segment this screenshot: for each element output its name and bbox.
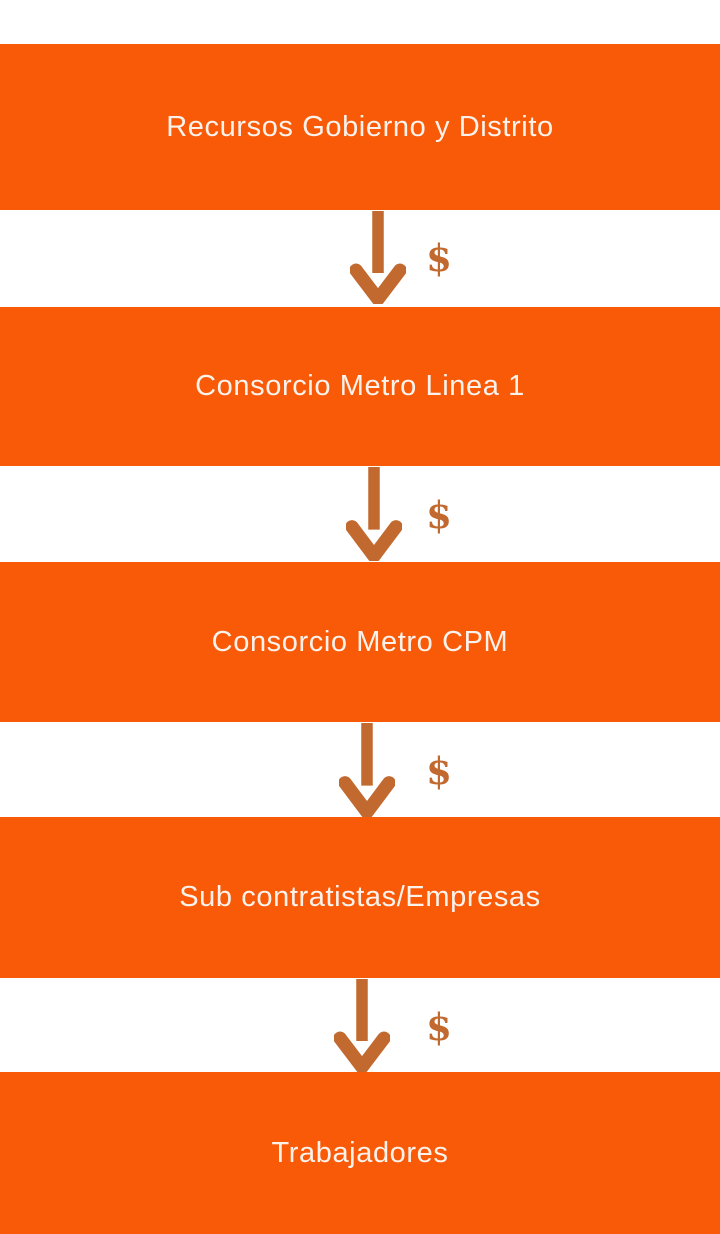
dollar-sign-label: $ (426, 493, 452, 537)
flow-node-trabajadores: Trabajadores (0, 1072, 720, 1234)
arrow-down-icon (350, 211, 406, 304)
node-label: Consorcio Metro CPM (211, 625, 509, 658)
dollar-sign-label: $ (426, 1005, 452, 1049)
flow-node-consorcio-metro-cpm: Consorcio Metro CPM (0, 562, 720, 722)
node-label: Trabajadores (271, 1136, 449, 1169)
arrow-down-icon (346, 467, 402, 561)
dollar-sign-label: $ (426, 236, 452, 280)
flow-node-subcontratistas-empresas: Sub contratistas/Empresas (0, 817, 720, 978)
flow-node-recursos-gobierno: Recursos Gobierno y Distrito (0, 44, 720, 210)
node-label: Recursos Gobierno y Distrito (166, 110, 554, 143)
dollar-sign-label: $ (426, 749, 452, 793)
flow-node-consorcio-metro-linea-1: Consorcio Metro Linea 1 (0, 307, 720, 466)
arrow-down-icon (334, 979, 390, 1072)
node-label: Consorcio Metro Linea 1 (195, 370, 525, 402)
arrow-down-icon (339, 723, 395, 817)
node-label: Sub contratistas/Empresas (179, 881, 541, 913)
